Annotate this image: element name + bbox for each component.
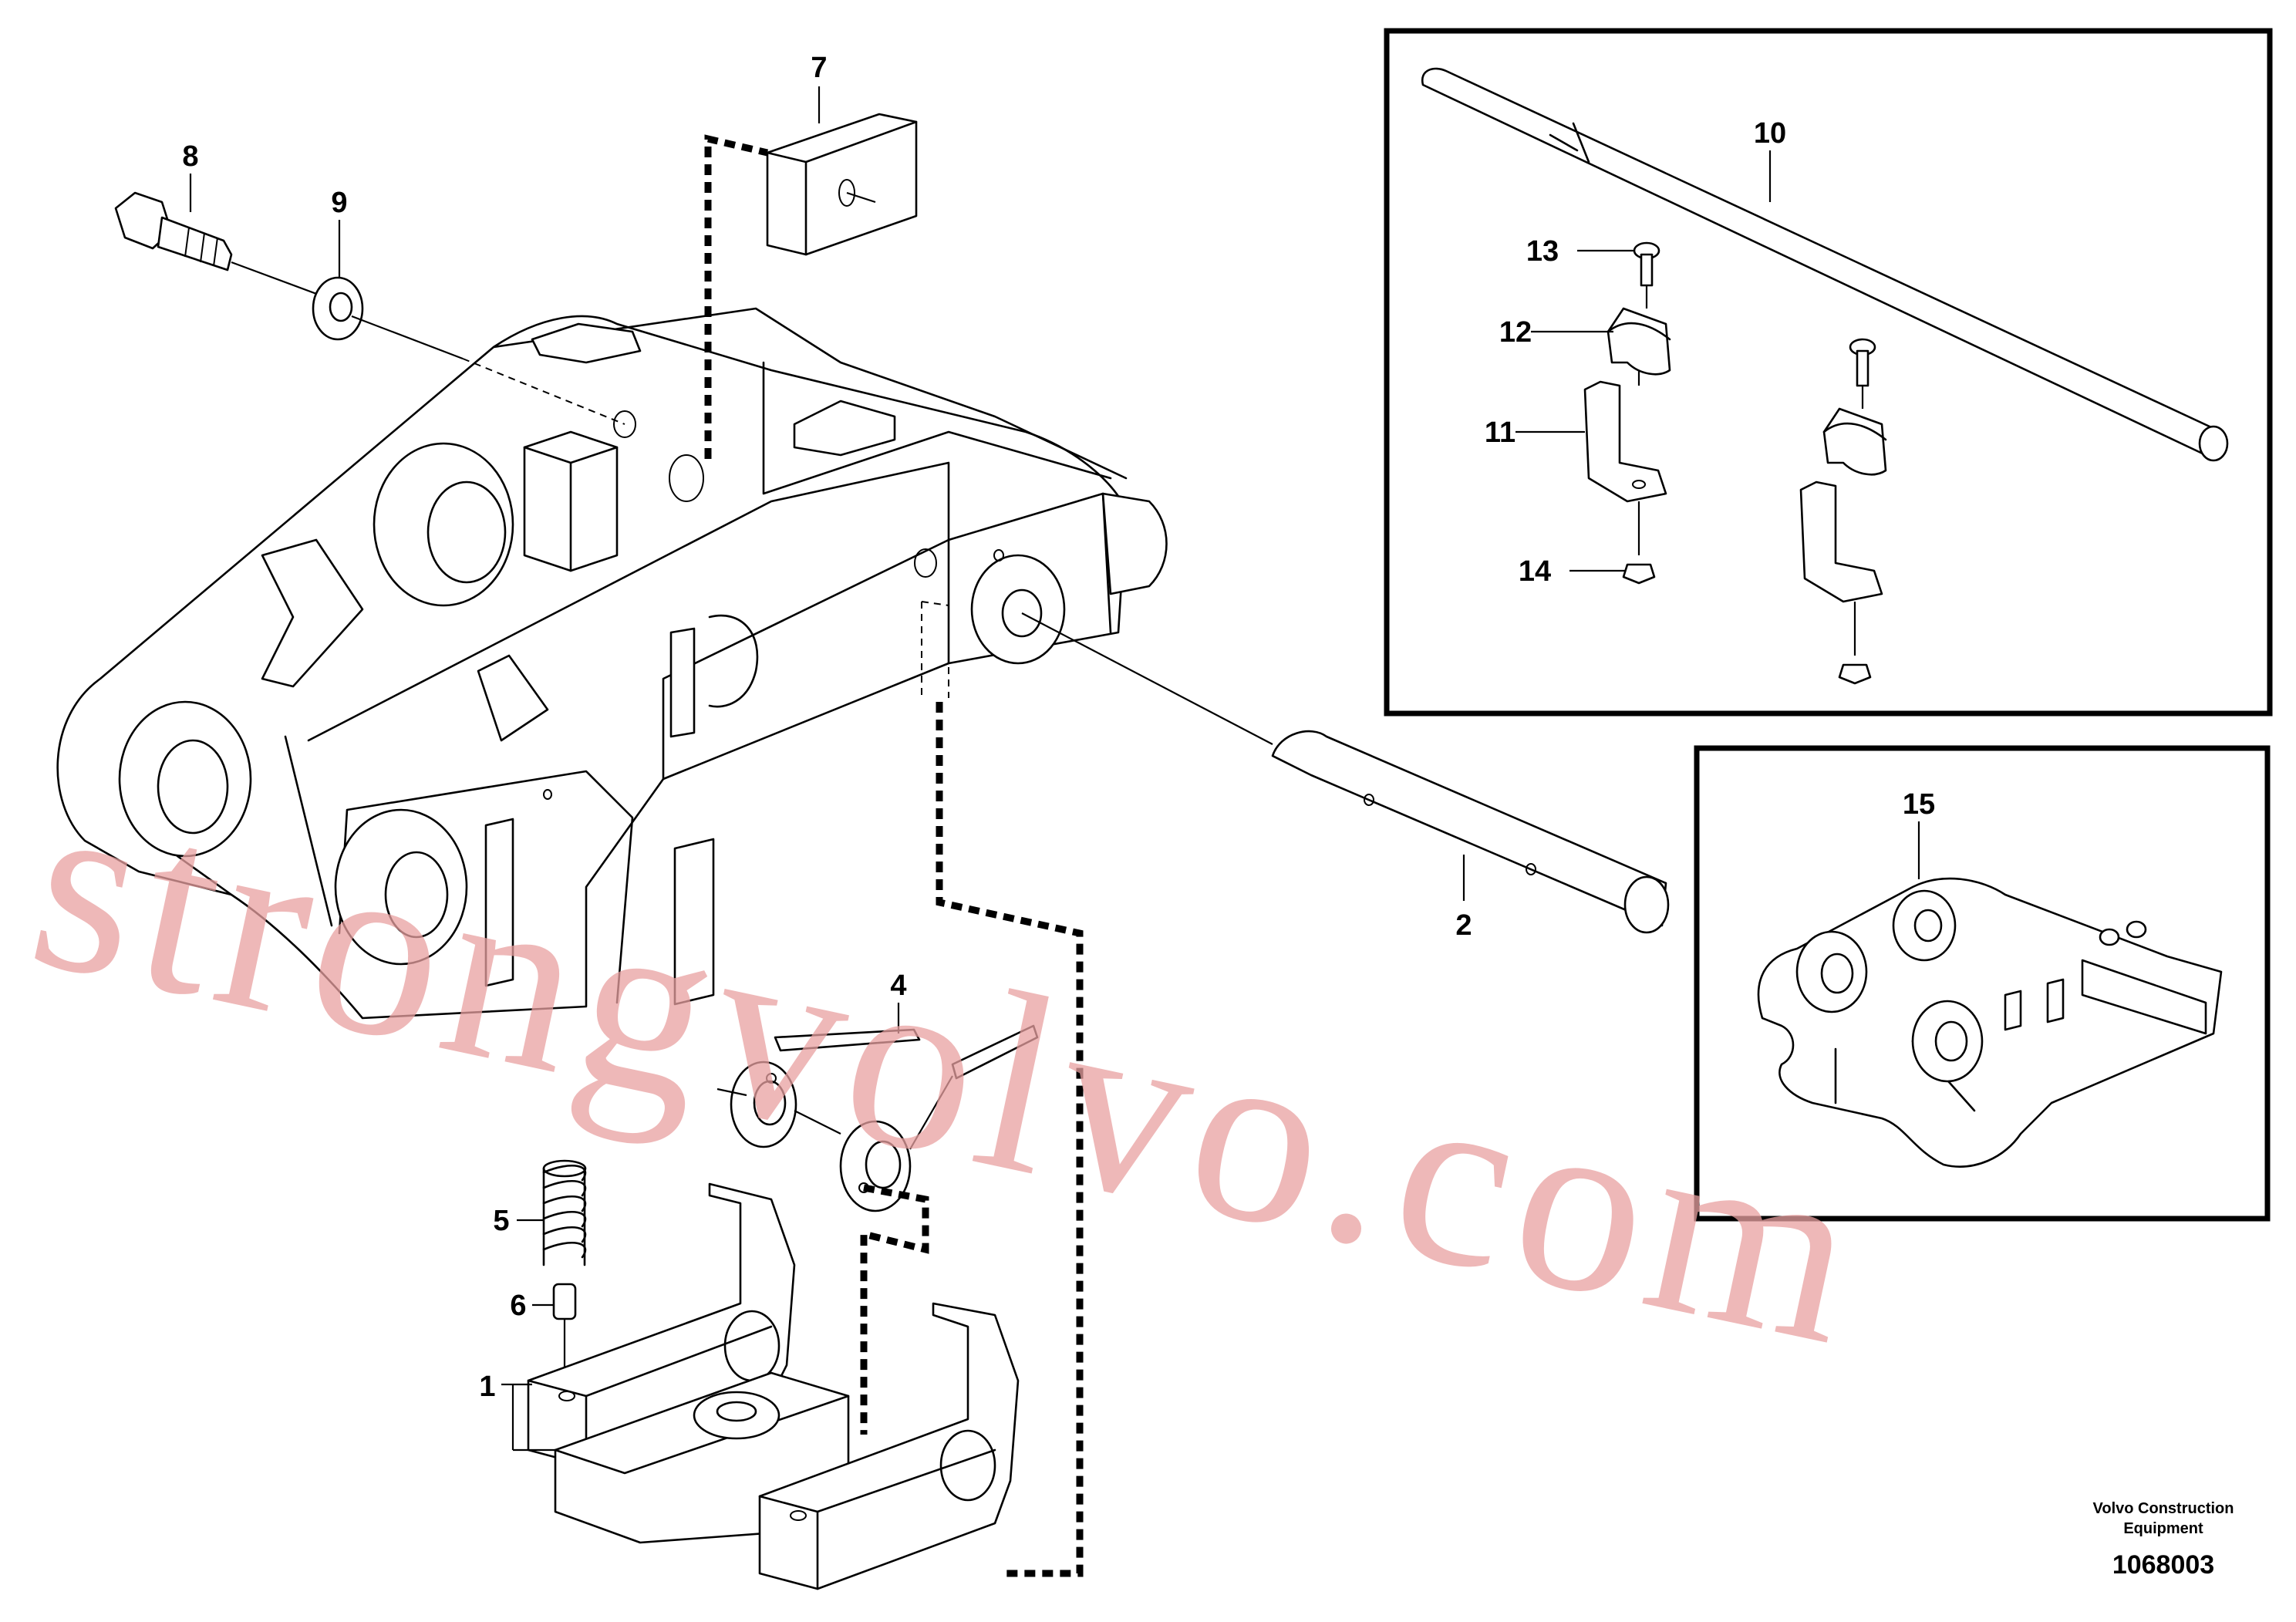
callout-leaders xyxy=(189,86,1920,1452)
callout-11: 11 xyxy=(1485,416,1515,449)
callout-4: 4 xyxy=(890,969,906,1002)
callout-5: 5 xyxy=(493,1205,509,1237)
callout-7: 7 xyxy=(811,52,827,84)
callout-labels: 1 2 4 5 6 7 8 9 10 11 12 13 14 15 xyxy=(182,52,1935,1403)
watermark-text: strongvolvo.com xyxy=(12,738,1887,1400)
drawing-footer: Volvo Construction Equipment 1068003 xyxy=(2093,1500,2234,1580)
callout-1: 1 xyxy=(479,1371,495,1403)
callout-15: 15 xyxy=(1903,788,1935,821)
callout-12: 12 xyxy=(1499,316,1532,349)
part-4-pins-and-bushings xyxy=(716,1024,1039,1212)
callout-14: 14 xyxy=(1519,555,1551,588)
callout-2: 2 xyxy=(1455,909,1472,942)
part-2-shaft xyxy=(1021,612,1670,934)
part-5-spring xyxy=(542,1159,587,1266)
credit-line-2: Equipment xyxy=(2123,1520,2203,1537)
callout-10: 10 xyxy=(1754,117,1786,150)
reference-chain-lines xyxy=(704,134,1084,1577)
part-1-locking-wedge xyxy=(527,1182,1020,1590)
credit-line-1: Volvo Construction xyxy=(2093,1500,2234,1517)
inset-box-coupler-overview xyxy=(1694,745,2271,1222)
inset-box-clamp-kit xyxy=(1384,28,2273,717)
callout-6: 6 xyxy=(510,1290,526,1322)
coupler-body xyxy=(56,307,1168,1020)
callout-9: 9 xyxy=(331,187,347,219)
part-7-pad-block xyxy=(766,113,918,256)
drawing-number: 1068003 xyxy=(2112,1550,2214,1580)
callout-13: 13 xyxy=(1526,235,1559,268)
part-8-bolt xyxy=(114,191,340,304)
callout-8: 8 xyxy=(182,140,198,173)
part-9-washer xyxy=(312,276,625,425)
